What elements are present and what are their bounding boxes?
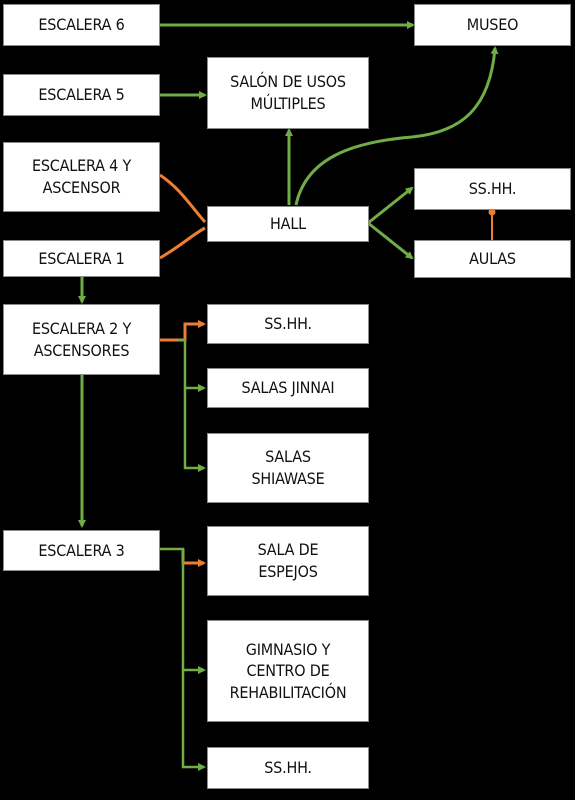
node-hall: HALL xyxy=(207,206,369,242)
edge-escalera3-gimnasio xyxy=(160,547,206,674)
edge-escalera2-sshh-mid xyxy=(160,320,206,342)
node-escalera-3: ESCALERA 3 xyxy=(3,530,160,571)
node-sala-espejos: SALA DE ESPEJOS xyxy=(207,526,369,596)
node-gimnasio: GIMNASIO Y CENTRO DE REHABILITACIÓN xyxy=(207,620,369,722)
edge-hall-aulas xyxy=(367,221,414,260)
node-sshh-bottom: SS.HH. xyxy=(207,747,369,789)
edge-escalera4-hall xyxy=(159,173,207,224)
node-museo: MUSEO xyxy=(414,4,571,46)
edge-escalera3-sshh-bottom xyxy=(181,670,206,771)
edge-hall-sshh-top xyxy=(367,186,414,225)
node-sshh-mid: SS.HH. xyxy=(207,304,369,344)
edge-escalera2-salas-shiawase xyxy=(183,388,206,472)
node-salas-shiawase: SALAS SHIAWASE xyxy=(207,433,369,503)
node-escalera-5: ESCALERA 5 xyxy=(3,74,160,116)
node-escalera-1: ESCALERA 1 xyxy=(3,240,160,277)
edge-escalera2-salas-jinnai xyxy=(178,338,206,392)
node-escalera-2: ESCALERA 2 Y ASCENSORES xyxy=(3,304,160,375)
node-salas-jinnai: SALAS JINNAI xyxy=(207,368,369,408)
node-aulas: AULAS xyxy=(414,240,571,278)
edge-escalera3-sala-espejos xyxy=(181,549,206,567)
node-escalera-4: ESCALERA 4 Y ASCENSOR xyxy=(3,142,160,212)
node-sshh-top: SS.HH. xyxy=(414,168,571,210)
node-salon-usos-multiples: SALÓN DE USOS MÚLTIPLES xyxy=(207,57,369,129)
node-escalera-6: ESCALERA 6 xyxy=(3,4,160,46)
edge-escalera1-hall xyxy=(159,226,206,260)
edge-hall-museo xyxy=(294,46,499,206)
